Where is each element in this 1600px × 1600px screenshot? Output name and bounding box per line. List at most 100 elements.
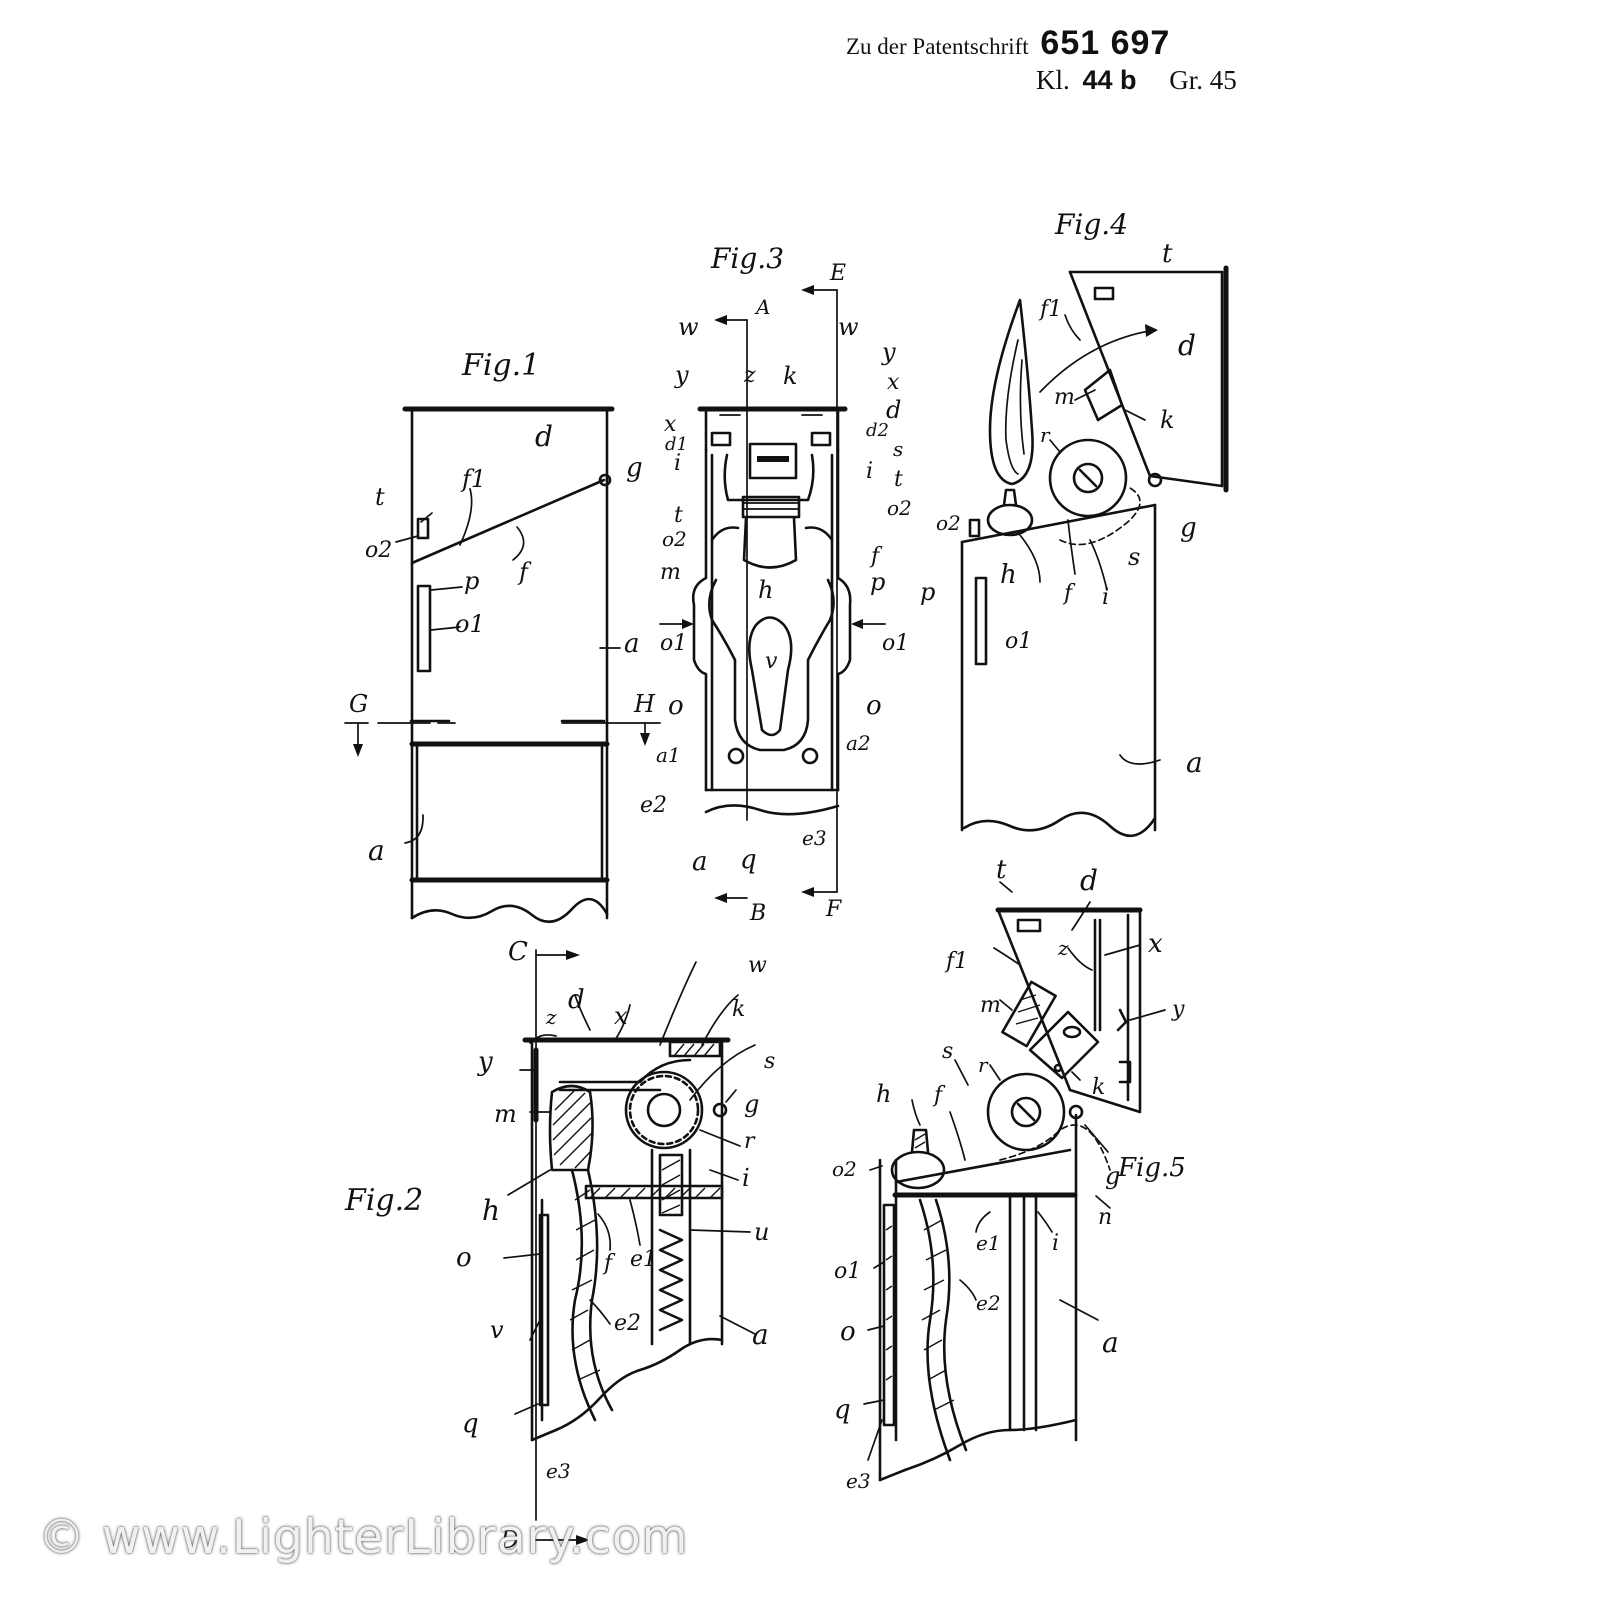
fig3-label-x-left: x [664,412,677,437]
fig3-label-a1: a1 [656,743,681,767]
fig2-label-x: x [614,1002,628,1030]
fig3-label-B: B [749,901,766,926]
fig1-label-f: f [517,558,532,586]
fig4-label-o2: o2 [936,511,961,535]
fig2-label-z: z [545,1005,557,1029]
fig2-label-D: D [499,1526,519,1554]
fig5-label-z: z [1057,936,1069,960]
fig1-label-o2: o2 [365,538,392,563]
fig3-label-t-right: t [894,467,903,492]
fig2-label-s: s [764,1049,775,1074]
fig5-label-o: o [840,1317,856,1347]
fig1-label-G: G [349,690,368,718]
fig1-label-g: g [626,453,643,483]
fig2-label-o: o [456,1243,472,1273]
class-value: 44 b [1082,65,1137,95]
fig4-label-i: i [1102,585,1109,610]
fig3-label-m: m [660,560,681,585]
patent-number: 651 697 [1040,24,1171,62]
fig2-label-v: v [490,1316,504,1344]
fig1-label-a-lower: a [368,834,385,867]
fig5-label-x: x [1148,929,1163,959]
fig3-label-F: F [825,897,842,922]
patent-number-line: Zu der Patentschrift 651 697 [846,24,1246,63]
fig5-label-f1: f1 [944,949,968,974]
fig3-label-d: d [886,396,901,424]
fig2-label-y: y [477,1047,493,1077]
watermark: © www.LighterLibrary.com [38,1510,689,1565]
fig1-title: Fig.1 [461,348,540,383]
fig2-label-h: h [482,1194,500,1227]
class-label: Kl. [1036,65,1070,95]
fig3-label-o-right: o [866,691,882,721]
fig5-label-h: h [876,1080,891,1108]
fig4-label-f1: f1 [1038,297,1062,322]
fig1-label-f1: f1 [460,465,486,493]
patent-prefix: Zu der Patentschrift [846,34,1029,59]
fig3-label-y-right: y [881,338,896,366]
fig5-label-y: y [1171,997,1185,1022]
fig3-label-A: A [754,295,770,319]
fig5-label-r: r [978,1053,989,1077]
fig1-label-t: t [375,483,385,511]
fig3-label-s: s [893,437,903,461]
fig3-label-f: f [869,544,883,569]
fig3-label-i-right: i [866,459,873,484]
patent-header: Zu der Patentschrift 651 697 Kl. 44 b Gr… [846,24,1246,96]
fig2-label-m: m [494,1100,517,1128]
fig2-label-r: r [744,1129,756,1154]
fig5-label-e2: e2 [976,1291,1001,1315]
fig4-title: Fig.4 [1054,208,1128,241]
fig4-label-r: r [1040,423,1051,447]
fig2-label-k: k [732,997,745,1022]
fig5-label-d: d [1080,864,1098,897]
fig2-label-e1: e1 [630,1247,657,1272]
fig5-label-e3: e3 [846,1469,871,1493]
fig3-title: Fig.3 [710,242,784,275]
group-label: Gr. 45 [1169,65,1237,95]
fig3-label-i-left: i [674,451,681,476]
fig5-label-n: n [1098,1205,1112,1230]
fig3-label-k: k [783,362,798,390]
fig5-label-o1: o1 [834,1259,861,1284]
fig5-label-e1: e1 [976,1231,1001,1255]
fig4-label-s: s [1128,543,1140,571]
fig4-label-p: p [920,578,935,606]
fig2-label-q: q [462,1409,479,1439]
fig2-label-u: u [754,1218,769,1246]
fig3-label-x-right: x [887,370,900,395]
fig3-label-E: E [829,261,846,286]
fig4-label-m: m [1054,385,1075,410]
fig3-label-v: v [765,649,778,674]
fig2-label-e3: e3 [546,1459,571,1483]
fig4-label-o1: o1 [1005,629,1032,654]
fig1-label-a-upper: a [624,629,640,659]
fig1: Fig.1 [344,348,661,923]
fig4-label-a: a [1186,746,1203,779]
fig5-label-i: i [1052,1231,1059,1256]
fig4-label-f: f [1062,581,1076,606]
fig5-label-o2: o2 [832,1157,857,1181]
fig5-label-g: g [1105,1162,1120,1190]
fig3-label-a: a [692,847,708,877]
fig3-label-o2-left: o2 [662,527,687,551]
fig2: Fig.2 [344,937,775,1554]
fig2-label-w: w [748,953,767,978]
fig3-label-h: h [758,576,773,604]
fig3-label-e2: e2 [640,793,667,818]
fig5-label-s: s [942,1039,953,1064]
fig2-label-e2: e2 [614,1311,641,1336]
fig3-label-e3: e3 [802,826,827,850]
fig2-label-f: f [602,1251,616,1276]
fig4-label-h: h [1000,560,1017,590]
fig5-label-f: f [932,1083,946,1108]
fig3-label-a2: a2 [846,731,871,755]
fig2-label-i: i [742,1164,750,1192]
fig3-label-o1-right: o1 [882,631,909,656]
fig2-label-d: d [568,985,585,1015]
fig1-label-o1: o1 [455,610,485,638]
fig3-label-w-right: w [838,313,859,341]
fig3-label-d1: d1 [665,434,688,455]
fig4-label-g: g [1180,513,1197,543]
